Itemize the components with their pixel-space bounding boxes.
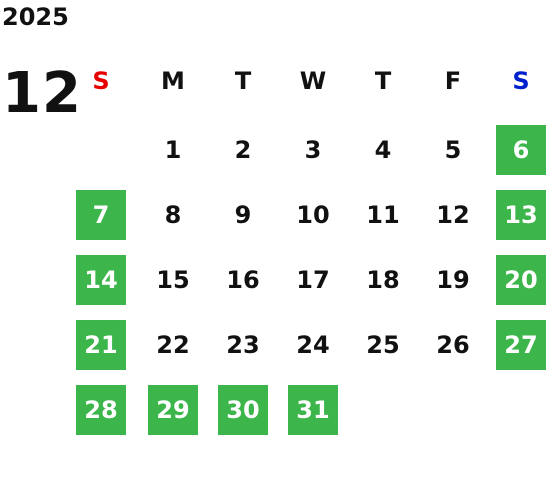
day-cell-11[interactable]: 11 [366, 201, 400, 229]
day-cell-26[interactable]: 26 [436, 331, 470, 359]
calendar-month: 12 [2, 61, 82, 126]
weekday-header-tuesday: T [234, 67, 252, 95]
day-cell-30[interactable]: 30 [218, 385, 268, 435]
day-cell-19[interactable]: 19 [436, 266, 470, 294]
day-cell-13[interactable]: 13 [496, 190, 546, 240]
calendar-year: 2025 [2, 3, 69, 31]
weekday-header-wednesday: W [299, 67, 327, 95]
day-cell-1[interactable]: 1 [164, 136, 182, 164]
day-cell-3[interactable]: 3 [304, 136, 322, 164]
day-cell-27[interactable]: 27 [496, 320, 546, 370]
day-cell-16[interactable]: 16 [226, 266, 260, 294]
day-cell-4[interactable]: 4 [374, 136, 392, 164]
weekday-header-sunday: S [92, 67, 110, 95]
day-cell-29[interactable]: 29 [148, 385, 198, 435]
day-cell-18[interactable]: 18 [366, 266, 400, 294]
day-cell-10[interactable]: 10 [296, 201, 330, 229]
weekday-header-monday: M [161, 67, 185, 95]
day-cell-5[interactable]: 5 [444, 136, 462, 164]
day-cell-9[interactable]: 9 [234, 201, 252, 229]
day-cell-8[interactable]: 8 [164, 201, 182, 229]
weekday-header-friday: F [444, 67, 462, 95]
day-cell-12[interactable]: 12 [436, 201, 470, 229]
day-cell-24[interactable]: 24 [296, 331, 330, 359]
day-cell-15[interactable]: 15 [156, 266, 190, 294]
day-cell-22[interactable]: 22 [156, 331, 190, 359]
day-cell-7[interactable]: 7 [76, 190, 126, 240]
day-cell-31[interactable]: 31 [288, 385, 338, 435]
day-cell-21[interactable]: 21 [76, 320, 126, 370]
weekday-header-thursday: T [374, 67, 392, 95]
day-cell-23[interactable]: 23 [226, 331, 260, 359]
weekday-header-saturday: S [512, 67, 530, 95]
day-cell-6[interactable]: 6 [496, 125, 546, 175]
day-cell-20[interactable]: 20 [496, 255, 546, 305]
day-cell-25[interactable]: 25 [366, 331, 400, 359]
day-cell-28[interactable]: 28 [76, 385, 126, 435]
day-cell-17[interactable]: 17 [296, 266, 330, 294]
day-cell-14[interactable]: 14 [76, 255, 126, 305]
day-cell-2[interactable]: 2 [234, 136, 252, 164]
